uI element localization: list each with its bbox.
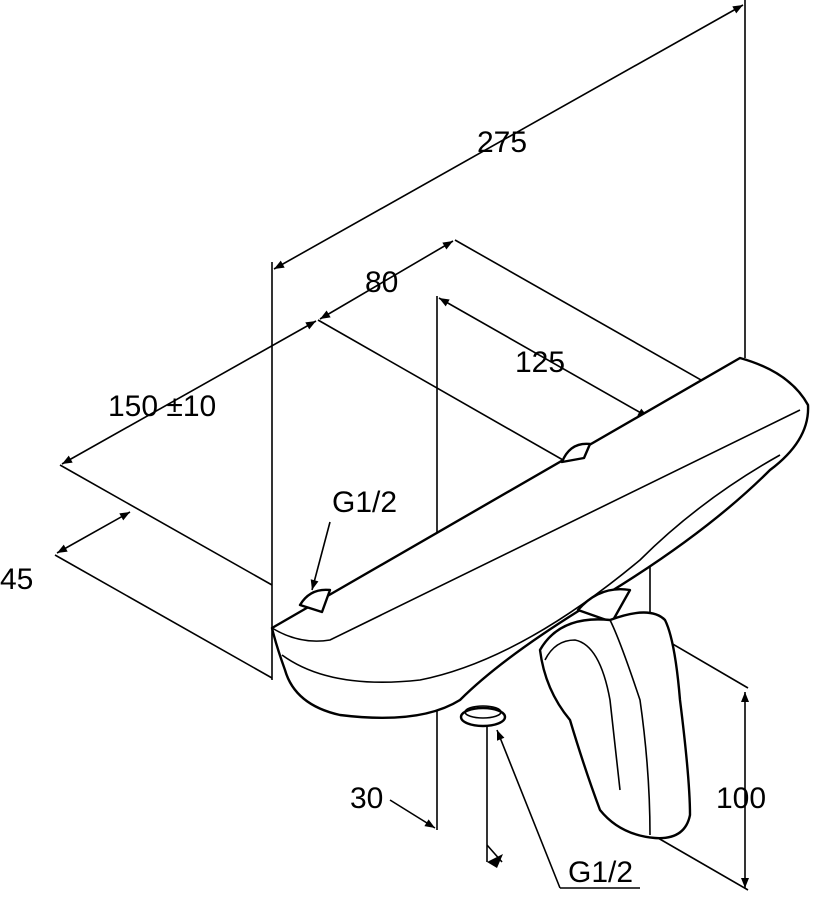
- shower-mixer-body: [270, 356, 810, 840]
- dim-30-arrow: [389, 799, 436, 829]
- dim-80-label: 80: [365, 266, 398, 299]
- dim-45-label: 45: [0, 563, 33, 596]
- dim-150-label: 150 ±10: [108, 390, 216, 423]
- dim-150-line: [61, 320, 317, 465]
- thread-leaders: [310, 521, 640, 889]
- dim-275-label: 275: [477, 126, 527, 159]
- dim-30-label: 30: [350, 782, 383, 815]
- dimension-lines: [56, 4, 749, 888]
- inlet-thread-label: G1/2: [332, 486, 397, 519]
- dim-100-label: 100: [716, 782, 766, 815]
- dim-80-line: [319, 240, 454, 320]
- outlet-thread-label: G1/2: [568, 856, 633, 889]
- dim-275-line: [273, 4, 744, 270]
- dim-125-label: 125: [515, 346, 565, 379]
- dim-125-line: [438, 297, 649, 418]
- dim-45-line: [56, 511, 131, 554]
